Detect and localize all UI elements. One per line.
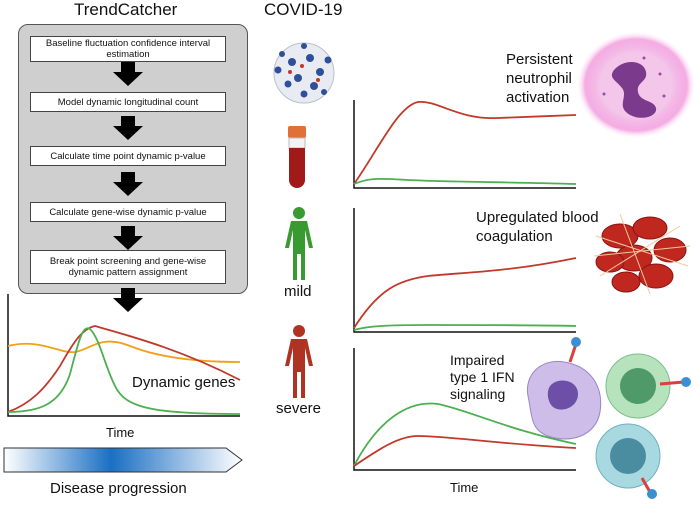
dynamic-genes-label: Dynamic genes xyxy=(132,374,236,391)
right-plots xyxy=(353,100,577,471)
covid-title: COVID-19 xyxy=(264,0,343,19)
step-1: Baseline fluctuation confidence interval… xyxy=(30,36,226,62)
arrow-down-icon xyxy=(113,62,143,86)
trendcatcher-title: TrendCatcher xyxy=(74,0,178,19)
neutrophil-cell-icon xyxy=(576,31,696,139)
right-xlabel: Time xyxy=(450,480,479,495)
step-3: Calculate time point dynamic p-value xyxy=(30,146,226,166)
top-plot-axes xyxy=(353,100,576,189)
annotation-top-line: neutrophil xyxy=(506,70,572,87)
bottom-green-curve xyxy=(353,402,577,467)
step-4: Calculate gene-wise dynamic p-value xyxy=(30,202,226,222)
red-curve xyxy=(7,325,241,413)
immune-cells-icon xyxy=(526,337,691,499)
severe-person-icon xyxy=(285,325,313,398)
arrow-down-icon xyxy=(113,226,143,250)
pipeline-arrows xyxy=(113,62,143,312)
severe-label: severe xyxy=(276,400,322,417)
left-xlabel: Time xyxy=(106,425,135,440)
arrow-down-icon xyxy=(113,288,143,312)
annotation-top-line: Persistent xyxy=(506,51,573,68)
plot-axes xyxy=(7,294,240,417)
blood-clot-icon xyxy=(593,213,691,295)
step-2: Model dynamic longitudinal count xyxy=(30,92,226,112)
arrow-down-icon xyxy=(113,116,143,140)
mild-person-icon xyxy=(285,207,313,280)
annotation-top: Persistent neutrophil activation xyxy=(506,50,573,107)
annotation-bottom-line: type 1 IFN xyxy=(450,369,515,385)
dynamic-genes-plot xyxy=(7,294,241,417)
annotation-middle: Upregulated blood coagulation xyxy=(476,208,599,246)
progression-arrow xyxy=(3,447,243,473)
blood-tube-icon xyxy=(288,126,306,188)
bottom-plot-axes xyxy=(353,348,576,471)
virus-icon xyxy=(273,42,335,104)
annotation-middle-line: Upregulated blood xyxy=(476,209,599,226)
orange-curve xyxy=(7,340,241,363)
middle-red-curve xyxy=(353,257,577,329)
annotation-bottom-line: Impaired xyxy=(450,352,505,368)
middle-green-curve xyxy=(353,324,577,331)
annotation-bottom: Impaired type 1 IFN signaling xyxy=(450,352,515,403)
progression-label: Disease progression xyxy=(50,480,187,497)
top-red-curve xyxy=(353,101,577,185)
middle-plot-axes xyxy=(353,208,576,333)
green-curve xyxy=(7,327,241,415)
step-5: Break point screening and gene-wise dyna… xyxy=(30,250,226,284)
mild-label: mild xyxy=(284,283,312,300)
top-green-curve xyxy=(353,177,577,185)
annotation-middle-line: coagulation xyxy=(476,228,553,245)
arrow-down-icon xyxy=(113,172,143,196)
annotation-top-line: activation xyxy=(506,89,570,106)
annotation-bottom-line: signaling xyxy=(450,386,506,402)
bottom-red-curve xyxy=(353,435,577,467)
